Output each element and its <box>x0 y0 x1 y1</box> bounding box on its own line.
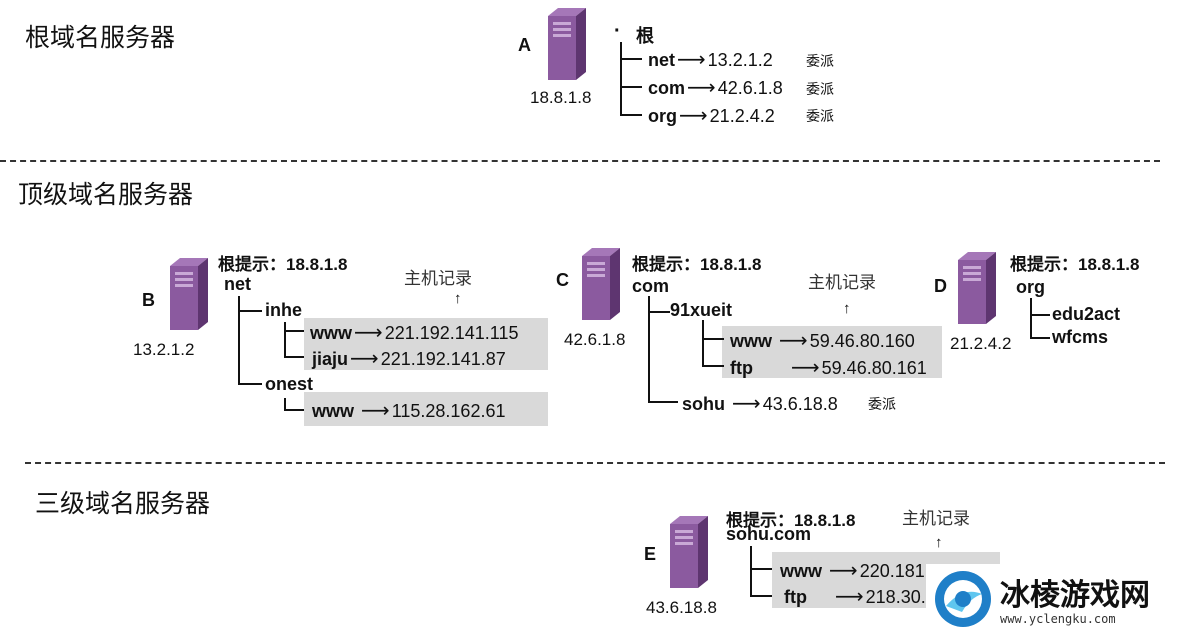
host-record: ftp⟶59.46.80.161 <box>730 357 927 379</box>
root-hint: 根提示：18.8.1.8 <box>726 511 856 531</box>
tree-line <box>284 330 304 332</box>
tree-line <box>620 42 622 114</box>
tree-line <box>284 322 286 356</box>
up-arrow-icon: ↑ <box>454 290 462 307</box>
server-b-letter: B <box>142 290 155 310</box>
tree-line <box>750 595 772 597</box>
watermark: 冰棱游戏网 www.yclengku.com <box>926 564 1182 632</box>
host-record: www⟶221.192.141.115 <box>310 322 519 344</box>
tree-line <box>284 356 304 358</box>
section-title-root: 根域名服务器 <box>25 23 176 52</box>
zone-name: com <box>632 276 670 296</box>
delegation-label: 委派 <box>868 397 896 413</box>
server-a-ip: 18.8.1.8 <box>530 88 592 107</box>
server-c-letter: C <box>556 270 569 290</box>
separator-line <box>25 462 1165 464</box>
host-record: www ⟶59.46.80.160 <box>730 330 915 352</box>
server-icon <box>582 248 620 320</box>
server-e-letter: E <box>644 544 657 564</box>
zone-entry: com⟶42.6.1.8 <box>648 77 783 99</box>
record-box <box>304 318 548 370</box>
tree-line <box>648 311 670 313</box>
delegation-label: 委派 <box>806 82 834 98</box>
server-d-letter: D <box>934 276 947 296</box>
delegation-label: 委派 <box>806 54 834 70</box>
server-c-ip: 42.6.1.8 <box>564 330 626 349</box>
host-record: jiaju⟶221.192.141.87 <box>312 348 506 370</box>
watermark-text: 冰棱游戏网 <box>1000 578 1150 613</box>
host-record-label: 主机记录 <box>808 273 876 293</box>
tree-line <box>238 296 240 384</box>
subdomain-91xueit: 91xueit <box>670 300 733 320</box>
subdomain-inhe: inhe <box>265 300 303 320</box>
root-hint: 根提示：18.8.1.8 <box>218 255 348 275</box>
watermark-url: www.yclengku.com <box>1000 612 1116 626</box>
watermark-logo-icon <box>935 571 991 627</box>
zone-name: org <box>1016 277 1045 297</box>
tree-line <box>702 365 724 367</box>
tree-line <box>284 409 304 411</box>
root-hint: 根提示：18.8.1.8 <box>1010 255 1140 275</box>
tree-line <box>750 546 752 596</box>
server-b-ip: 13.2.1.2 <box>133 340 195 359</box>
delegated-subdomain: sohu ⟶43.6.18.8 <box>682 393 838 415</box>
server-a-letter: A <box>518 35 531 55</box>
subdomain-edu2act: edu2act <box>1052 304 1121 324</box>
server-icon <box>170 258 208 330</box>
server-icon <box>670 516 708 588</box>
root-hint: 根提示：18.8.1.8 <box>632 255 762 275</box>
tree-line <box>750 568 772 570</box>
subdomain-onest: onest <box>265 374 314 394</box>
zone-name: net <box>224 274 251 294</box>
root-dot: · <box>614 20 621 42</box>
host-record-label: 主机记录 <box>404 269 472 289</box>
server-d-ip: 21.2.4.2 <box>950 334 1012 353</box>
section-title-third: 三级域名服务器 <box>35 489 211 518</box>
section-title-tld: 顶级域名服务器 <box>18 180 194 209</box>
server-icon <box>958 252 996 324</box>
up-arrow-icon: ↑ <box>935 534 943 551</box>
tree-line <box>702 320 704 366</box>
tree-line <box>1030 314 1050 316</box>
tree-line <box>238 310 262 312</box>
tree-line <box>648 296 650 402</box>
root-label: 根 <box>636 26 654 47</box>
tree-line <box>702 338 724 340</box>
zone-entry: org⟶21.2.4.2 <box>648 105 775 127</box>
subdomain-wfcms: wfcms <box>1052 327 1109 347</box>
tree-line <box>620 58 642 60</box>
zone-entry: net⟶13.2.1.2 <box>648 49 773 71</box>
tree-line <box>1030 337 1050 339</box>
up-arrow-icon: ↑ <box>843 300 851 317</box>
delegation-label: 委派 <box>806 109 834 125</box>
tree-line <box>620 114 642 116</box>
tree-line <box>620 86 642 88</box>
record-box <box>722 326 942 378</box>
tree-line <box>238 383 262 385</box>
tree-line <box>1030 298 1032 338</box>
tree-line <box>284 398 286 410</box>
server-e-ip: 43.6.18.8 <box>646 598 717 617</box>
record-box <box>304 392 548 426</box>
separator-line <box>0 160 1160 162</box>
server-icon <box>548 8 586 80</box>
host-record: www ⟶115.28.162.61 <box>312 400 506 422</box>
zone-name: sohu.com <box>726 524 812 544</box>
tree-line <box>648 401 678 403</box>
host-record-label: 主机记录 <box>902 509 970 529</box>
